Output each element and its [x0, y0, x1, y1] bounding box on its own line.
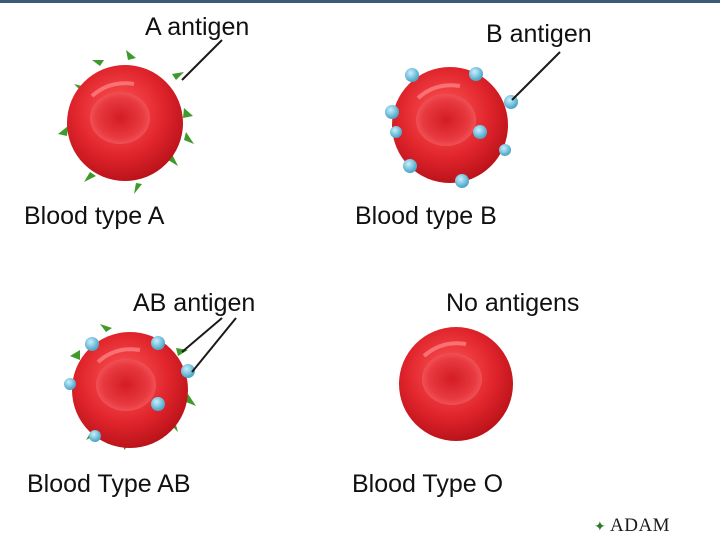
leader-line	[191, 317, 237, 373]
antigen-label: A antigen	[145, 13, 249, 41]
cell-dimple	[90, 92, 150, 144]
top-border	[0, 0, 720, 3]
cell-blood-type-ab: AB antigen Blood Type AB	[27, 289, 255, 498]
blood-type-caption: Blood type A	[24, 202, 165, 230]
blood-type-caption: Blood type B	[355, 202, 497, 230]
cell-dimple	[422, 353, 482, 405]
blood-type-caption: Blood Type O	[352, 470, 503, 498]
b-antigen-beads	[64, 336, 195, 442]
cell-blood-type-b: B antigen Blood type B	[355, 20, 592, 230]
adam-logo-text: ADAM	[610, 515, 670, 536]
cell-blood-type-a: A antigen Blood type A	[24, 13, 249, 230]
cell-dimple	[416, 94, 476, 146]
antigen-label: No antigens	[446, 289, 579, 317]
leader-line	[511, 51, 561, 101]
leader-line	[181, 39, 223, 81]
cell-dimple	[96, 359, 156, 411]
antigen-label: AB antigen	[133, 289, 255, 317]
cell-blood-type-o: No antigens Blood Type O	[352, 289, 579, 498]
adam-logo-mark: ✦	[594, 519, 606, 535]
leader-line	[181, 317, 223, 353]
adam-credit: ✦ ADAM	[594, 515, 670, 536]
blood-type-caption: Blood Type AB	[27, 470, 191, 498]
antigen-label: B antigen	[486, 20, 592, 48]
